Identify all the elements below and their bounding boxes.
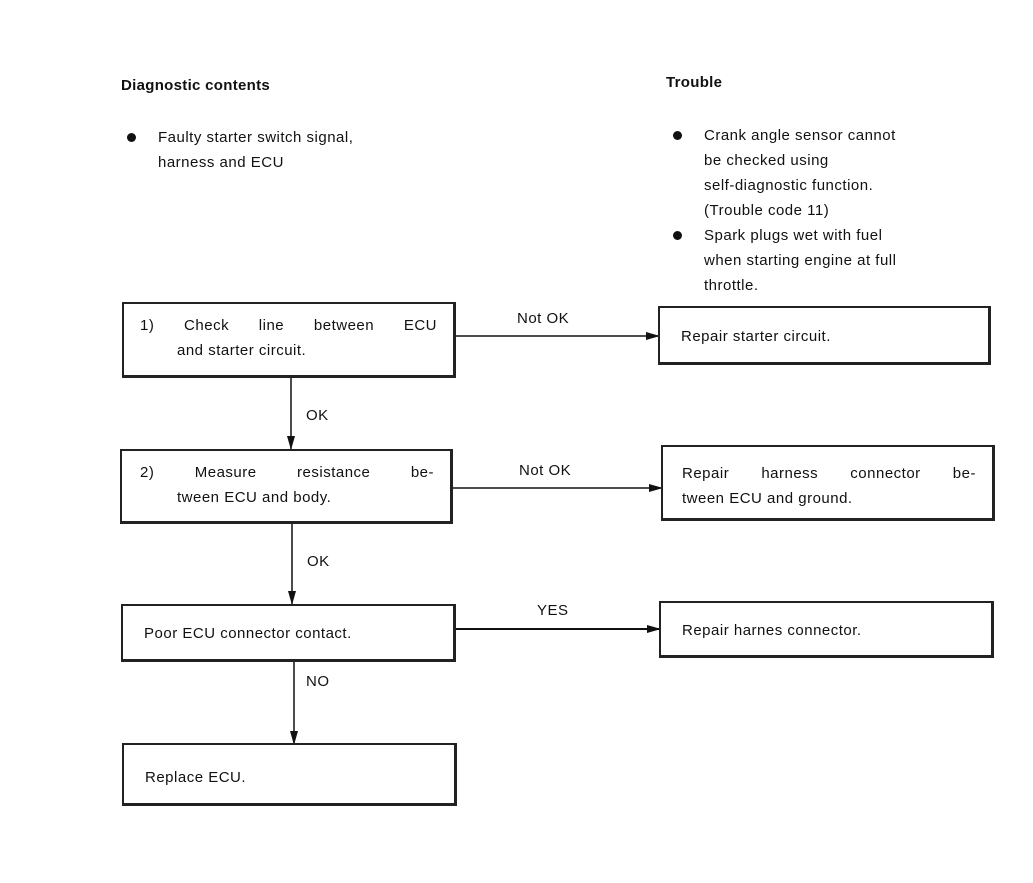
edge-label-ok-1: OK <box>306 407 329 424</box>
repair-harness-connector-box: Repair harness connector be- tween ECU a… <box>661 445 995 521</box>
repair-harnes-connector-text: Repair harnes connector. <box>682 622 862 639</box>
repair-harness-connector-text: tween ECU and ground. <box>682 490 853 507</box>
trouble-item-line: (Trouble code 11) <box>704 202 830 219</box>
trouble-heading: Trouble <box>666 74 723 91</box>
bullet-icon <box>673 131 682 140</box>
trouble-item-line: throttle. <box>704 277 759 294</box>
bullet-icon <box>127 133 136 142</box>
edge-label-no: NO <box>306 673 330 690</box>
diagnostic-item-line: Faulty starter switch signal, <box>158 129 354 146</box>
edge-label-not-ok-1: Not OK <box>517 310 570 327</box>
repair-starter-circuit-box: Repair starter circuit. <box>658 306 991 365</box>
trouble-item-line: Spark plugs wet with fuel <box>704 227 883 244</box>
step-measure-resistance-text: 2) Measure resistance be- <box>140 464 434 481</box>
trouble-item-line: Crank angle sensor cannot <box>704 127 896 144</box>
step-check-line-text: and starter circuit. <box>177 342 307 359</box>
repair-starter-circuit-text: Repair starter circuit. <box>681 328 831 345</box>
trouble-list: Crank angle sensor cannot be checked usi… <box>670 123 896 298</box>
step-measure-resistance-box: 2) Measure resistance be- tween ECU and … <box>120 449 453 524</box>
trouble-item-line: self-diagnostic function. <box>704 177 874 194</box>
edge-label-yes: YES <box>537 602 569 619</box>
diagnostic-item: Faulty starter switch signal, harness an… <box>124 125 353 175</box>
diagnostic-item-line: harness and ECU <box>158 154 284 171</box>
trouble-item: Spark plugs wet with fuel when starting … <box>670 223 896 298</box>
trouble-item-line: when starting engine at full <box>704 252 897 269</box>
step-replace-ecu-text: Replace ECU. <box>145 769 247 786</box>
step-poor-connector-text: Poor ECU connector contact. <box>144 625 352 642</box>
repair-harnes-connector-box: Repair harnes connector. <box>659 601 994 658</box>
edge-label-ok-2: OK <box>307 553 330 570</box>
step-measure-resistance-text: tween ECU and body. <box>177 489 332 506</box>
step-check-line-text: 1) Check line between ECU <box>140 317 437 334</box>
edge-label-not-ok-2: Not OK <box>519 462 572 479</box>
diagnostic-contents-heading: Diagnostic contents <box>121 77 271 94</box>
step-poor-connector-box: Poor ECU connector contact. <box>121 604 456 662</box>
repair-harness-connector-text: Repair harness connector be- <box>682 465 976 482</box>
step-replace-ecu-box: Replace ECU. <box>122 743 457 806</box>
diagnostic-contents-list: Faulty starter switch signal, harness an… <box>124 125 353 175</box>
step-check-line-box: 1) Check line between ECU and starter ci… <box>122 302 456 378</box>
bullet-icon <box>673 231 682 240</box>
trouble-item-line: be checked using <box>704 152 829 169</box>
trouble-item: Crank angle sensor cannot be checked usi… <box>670 123 896 223</box>
